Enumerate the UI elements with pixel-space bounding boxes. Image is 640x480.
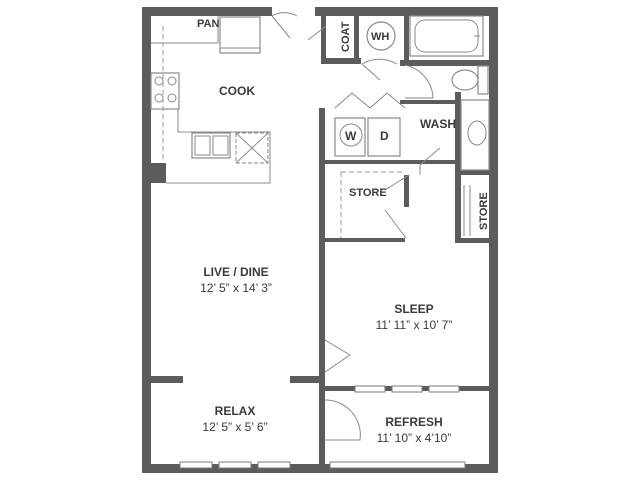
windows — [179, 385, 466, 469]
cook-label: COOK — [219, 84, 255, 98]
dryer-label: D — [380, 129, 389, 143]
wash-label: WASH — [420, 117, 456, 131]
relax-label: RELAX — [215, 404, 256, 418]
stove — [150, 72, 180, 110]
sleep-dims: 11’ 11” x 10’ 7” — [376, 318, 453, 332]
coat-label: COAT — [340, 21, 352, 52]
kitchen-sink — [191, 132, 231, 159]
storage — [340, 171, 404, 238]
dishwasher — [235, 132, 269, 164]
toilet-bowl — [451, 69, 479, 91]
dryer-unit — [367, 117, 401, 157]
bathroom — [409, 15, 490, 171]
sleep-label: SLEEP — [394, 302, 433, 316]
store-right-label: STORE — [478, 192, 490, 230]
interior-walls — [151, 16, 492, 470]
refresh-dims: 11’ 10” x 4’10” — [377, 431, 452, 445]
water-heater — [366, 21, 396, 51]
live-dine-label: LIVE / DINE — [203, 265, 268, 279]
toilet-tank — [477, 65, 489, 95]
doors — [271, 12, 471, 441]
kitchen — [150, 16, 271, 184]
relax-dims: 12’ 5” x 5’ 6” — [202, 420, 267, 434]
wh-label: WH — [371, 31, 389, 43]
live-dine-dims: 12’ 5” x 14’ 3” — [200, 281, 272, 295]
bathtub — [409, 15, 484, 57]
washer-label: W — [345, 129, 357, 143]
refresh-label: REFRESH — [385, 415, 442, 429]
laundry — [334, 117, 401, 157]
refrigerator — [219, 16, 261, 54]
vanity — [460, 99, 490, 171]
pan-label: PAN — [197, 18, 219, 30]
store-mid-label: STORE — [349, 187, 387, 199]
